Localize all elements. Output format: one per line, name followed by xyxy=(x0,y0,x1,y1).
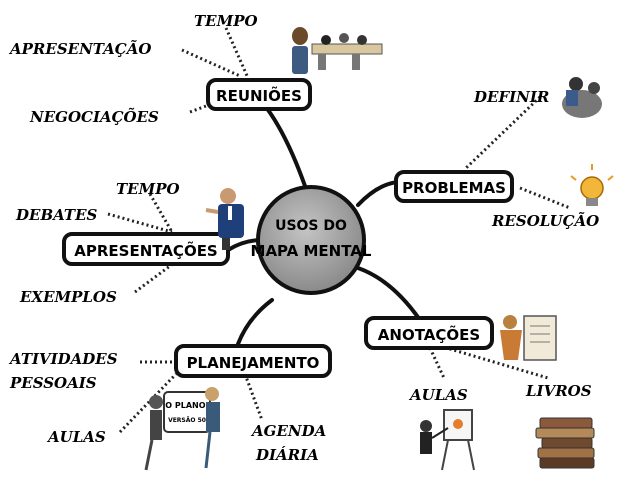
leaf-reunioes-negociacoes: NEGOCIAÇÕES xyxy=(29,107,159,126)
leaf-planejamento-atividades: ATIVIDADES xyxy=(8,350,118,368)
connector-reunioes xyxy=(260,100,307,188)
leaf-problemas-definir: DEFINIR xyxy=(473,88,549,106)
connector-problemas xyxy=(356,180,400,207)
leaf-apresentacoes-exemplos: EXEMPLOS xyxy=(19,288,117,306)
leaf-reunioes-apresentacao: APRESENTAÇÃO xyxy=(8,39,151,58)
node-planejamento: PLANEJAMENTO xyxy=(174,344,332,378)
leaf-planejamento-diaria: DIÁRIA xyxy=(255,446,319,464)
note-taking-illustration xyxy=(500,315,557,361)
connector-anotacoes xyxy=(356,266,422,322)
node-problemas: PROBLEMAS xyxy=(394,170,514,203)
lightbulb-icon xyxy=(570,164,614,206)
leaf-anotacoes-aulas: AULAS xyxy=(408,386,468,404)
leaf-planejamento-pessoais: PESSOAIS xyxy=(9,374,97,392)
node-problemas-label: PROBLEMAS xyxy=(402,179,506,197)
center-node: USOS DO MAPA MENTAL xyxy=(251,185,372,295)
planning-illustration: O PLANO: VERSÃO 50 xyxy=(144,387,220,471)
leaf-planejamento-aulas: AULAS xyxy=(46,428,106,446)
connector-planejamento xyxy=(236,298,274,346)
node-apresentacoes: APRESENTAÇÕES xyxy=(62,232,230,266)
meeting-illustration xyxy=(292,27,383,74)
presenter-illustration xyxy=(205,188,244,250)
leaf-problemas-resolucao: RESOLUÇÃO xyxy=(491,211,599,230)
node-planejamento-label: PLANEJAMENTO xyxy=(187,354,320,372)
node-reunioes: REUNIÕES xyxy=(206,78,312,111)
leaf-reunioes-tempo: TEMPO xyxy=(194,12,258,30)
plan-sign-text-2: VERSÃO 50 xyxy=(168,417,206,424)
node-reunioes-label: REUNIÕES xyxy=(216,86,302,105)
leaf-apresentacoes-debates: DEBATES xyxy=(15,206,98,224)
classroom-easel-illustration xyxy=(420,409,475,471)
node-anotacoes-label: ANOTAÇÕES xyxy=(378,325,480,344)
leaf-apresentacoes-tempo: TEMPO xyxy=(116,180,180,198)
center-title-line2: MAPA MENTAL xyxy=(251,242,372,260)
center-title-line1: USOS DO xyxy=(275,218,347,234)
node-apresentacoes-label: APRESENTAÇÕES xyxy=(74,241,218,260)
problem-definition-illustration xyxy=(562,77,602,118)
books-stack-illustration xyxy=(535,417,595,469)
plan-sign-text-1: O PLANO: xyxy=(165,401,208,410)
node-anotacoes: ANOTAÇÕES xyxy=(364,316,494,350)
leaf-anotacoes-livros: LIVROS xyxy=(525,382,592,400)
dotted-connectors xyxy=(107,27,571,434)
leaf-planejamento-agenda: AGENDA xyxy=(250,422,326,440)
